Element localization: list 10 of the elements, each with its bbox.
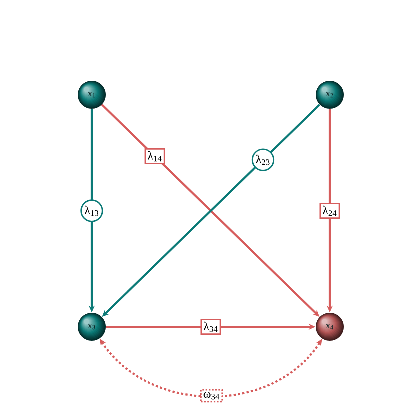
edge-label: λ$_{34}$ [200,318,222,336]
edge-label: λ$_{14}$ [144,148,166,164]
node-label: x$_{1}$ [88,92,96,98]
edge-label: λ$_{13}$ [80,200,104,222]
node-label: x$_{3}$ [88,324,96,330]
node-label: x$_{4}$ [326,324,334,330]
edge-label: λ$_{23}$ [252,148,275,172]
edge-label: λ$_{24}$ [320,202,340,220]
edge-label: ω$_{34}$ [200,389,224,403]
node-label: x$_{2}$ [326,92,334,98]
